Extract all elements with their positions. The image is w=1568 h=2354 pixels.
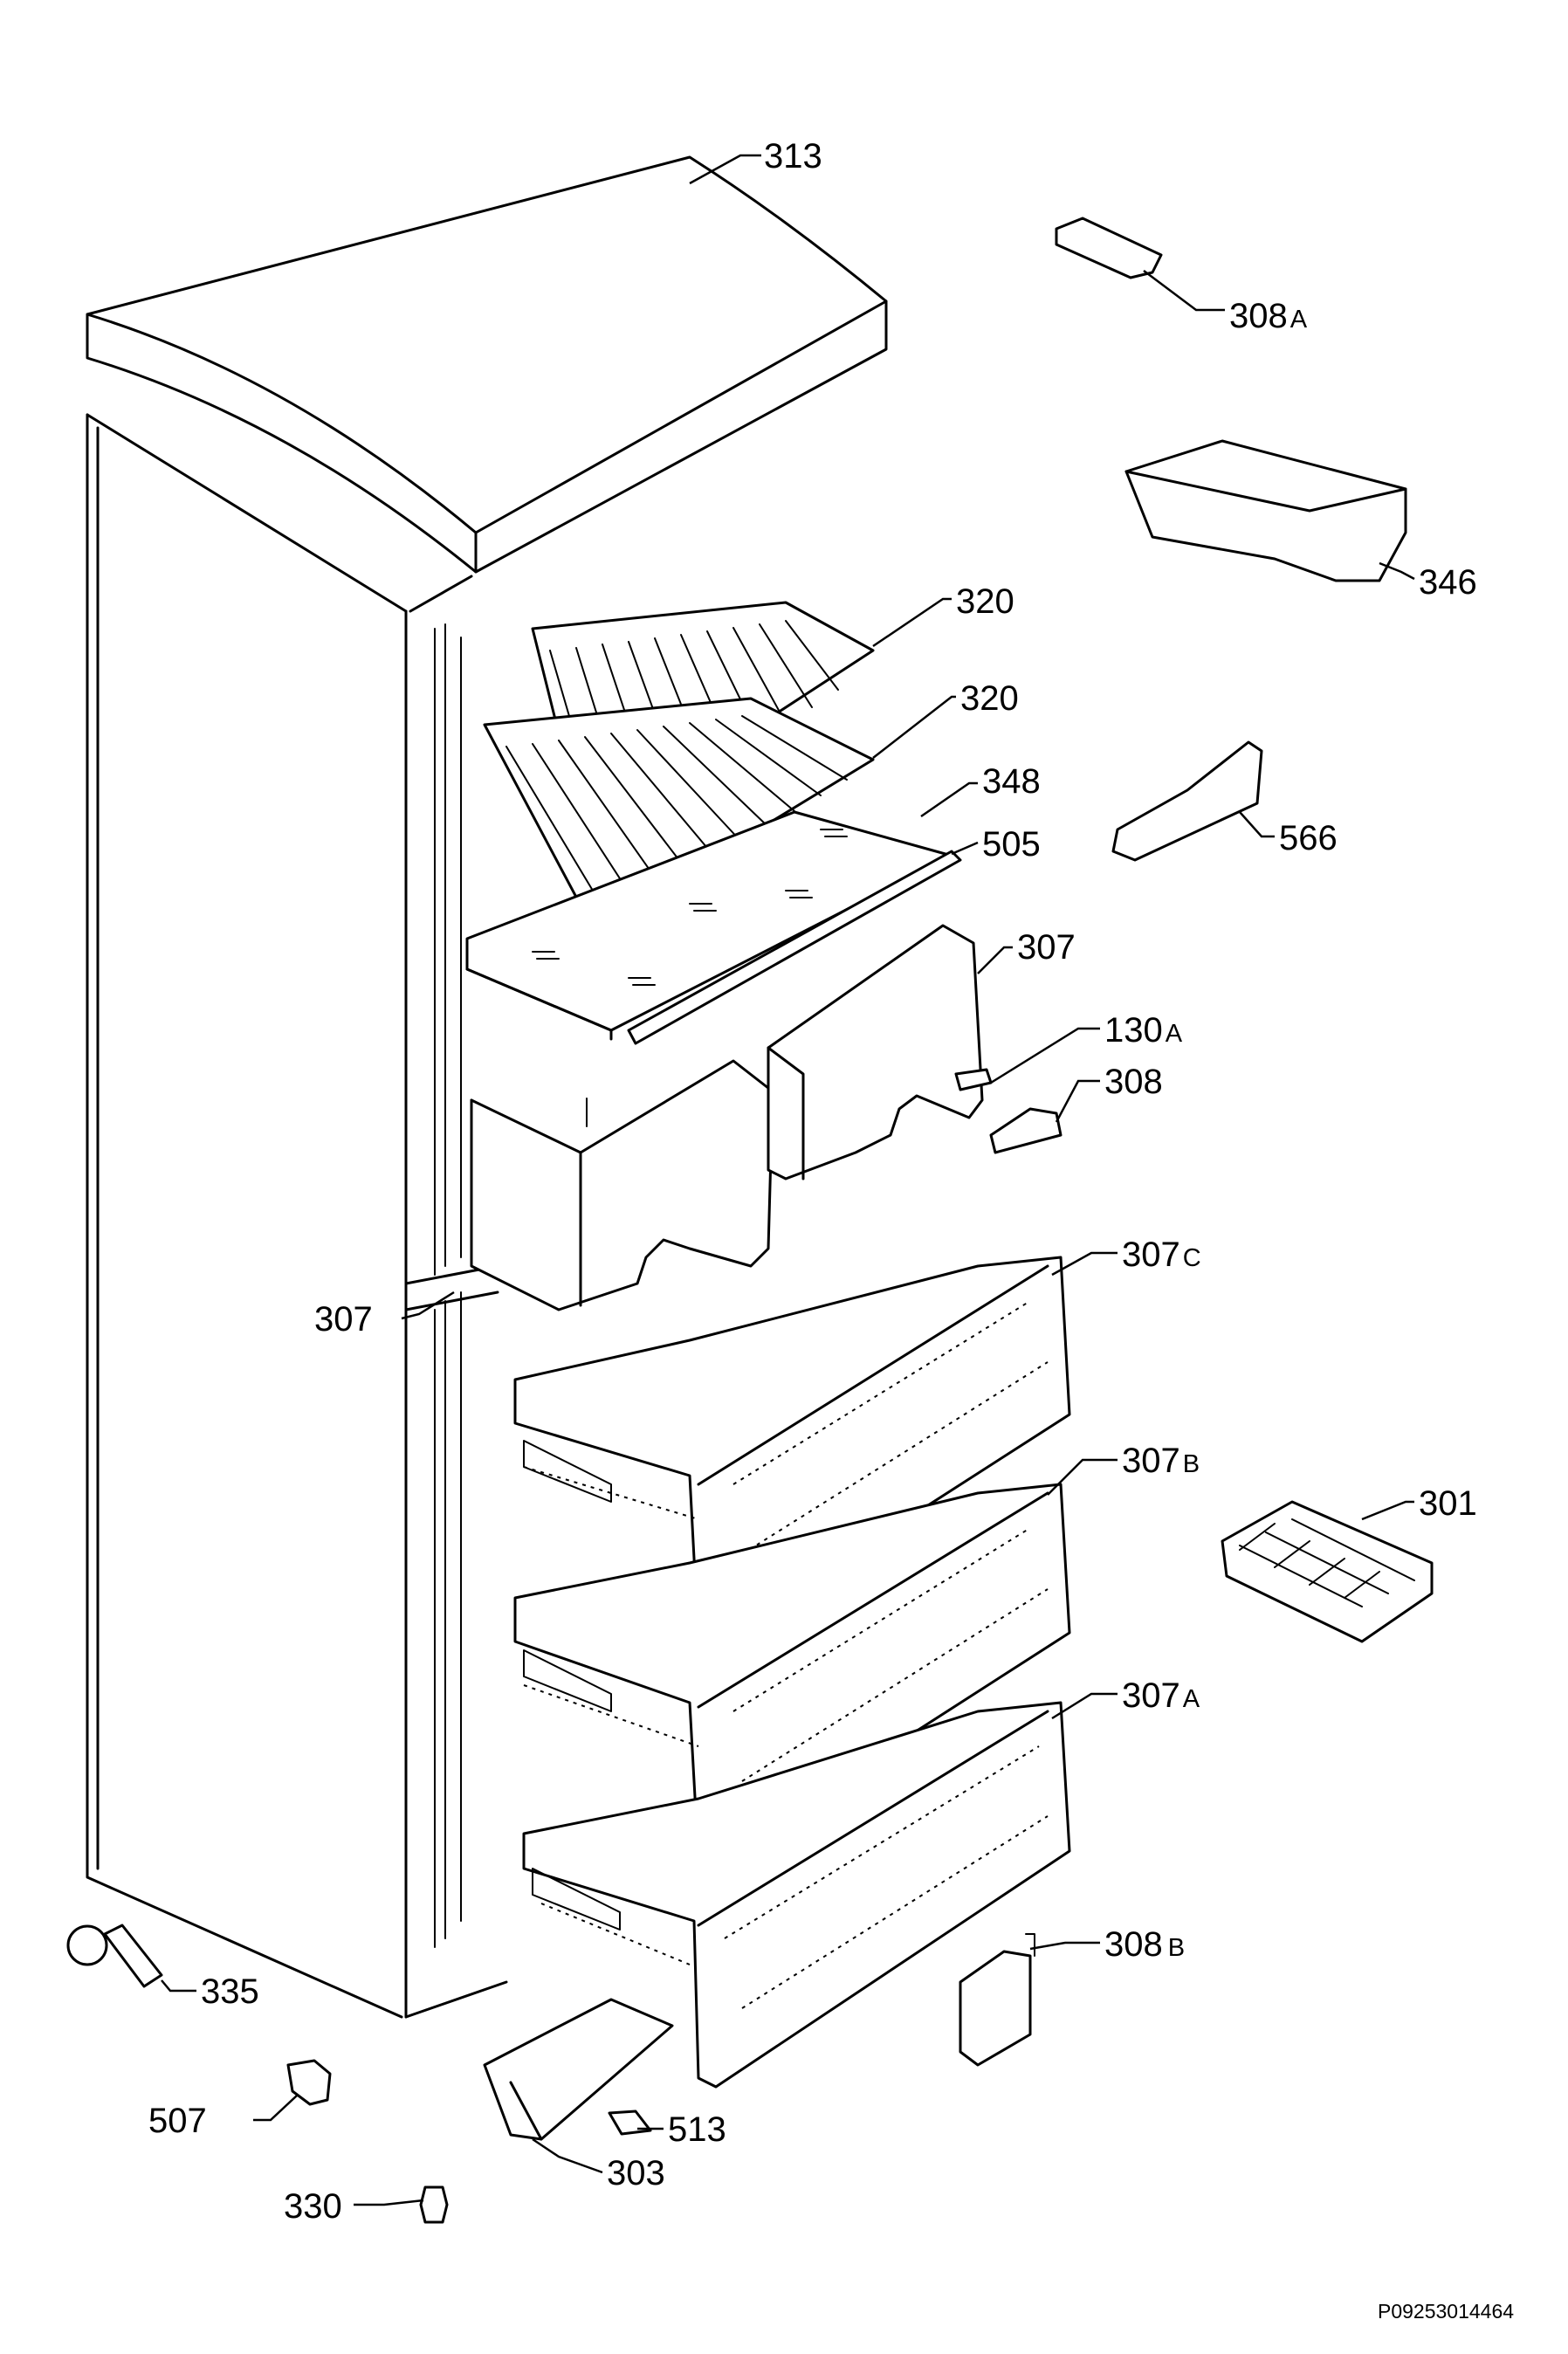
- callout-307-upper: 307: [1017, 928, 1076, 967]
- part-505-trim-strip: [627, 850, 962, 1045]
- part-507-clip: [286, 2059, 332, 2106]
- callout-313: 313: [764, 137, 822, 176]
- callout-513: 513: [668, 2110, 726, 2149]
- callout-301: 301: [1419, 1484, 1477, 1523]
- callout-308: 308: [1104, 1063, 1163, 1101]
- callout-346: 346: [1419, 563, 1477, 602]
- callout-335: 335: [201, 1972, 259, 2011]
- callout-505: 505: [982, 825, 1041, 864]
- part-320-wire-shelf-lower: [483, 697, 875, 932]
- part-308-hinge: [989, 1107, 1063, 1154]
- part-346-door-tray: [1124, 439, 1407, 582]
- part-513-insert: [608, 2110, 652, 2136]
- part-348-glass-shelf: [465, 810, 953, 1041]
- part-308a-hinge: [1055, 217, 1163, 279]
- part-130a-bracket: [954, 1068, 993, 1091]
- callout-507: 507: [148, 2102, 207, 2140]
- callout-303: 303: [607, 2154, 665, 2192]
- part-566-ice-scraper: [1111, 740, 1263, 862]
- part-307-drawer-right: [767, 924, 984, 1180]
- part-313-top-cover: [86, 155, 888, 574]
- part-335-foot: [66, 1924, 163, 1988]
- callout-320-lower: 320: [960, 679, 1019, 718]
- part-307a-drawer: [522, 1701, 1071, 2089]
- cabinet-body: [86, 413, 508, 2019]
- part-303-base-cover: [483, 1998, 674, 2141]
- callout-320-upper: 320: [956, 582, 1014, 621]
- part-308b-hinge: [959, 1933, 1035, 2067]
- callout-307-left: 307: [314, 1300, 373, 1339]
- part-301-ice-cube-tray: [1221, 1500, 1434, 1643]
- part-307-drawer-left: [470, 1059, 774, 1311]
- callout-330: 330: [284, 2187, 342, 2226]
- callout-348: 348: [982, 762, 1041, 801]
- leader-lines: [161, 154, 1415, 2206]
- reference-code: P09253014464: [1378, 2300, 1514, 2323]
- part-330-screw: [419, 2185, 449, 2224]
- callout-566: 566: [1279, 819, 1338, 857]
